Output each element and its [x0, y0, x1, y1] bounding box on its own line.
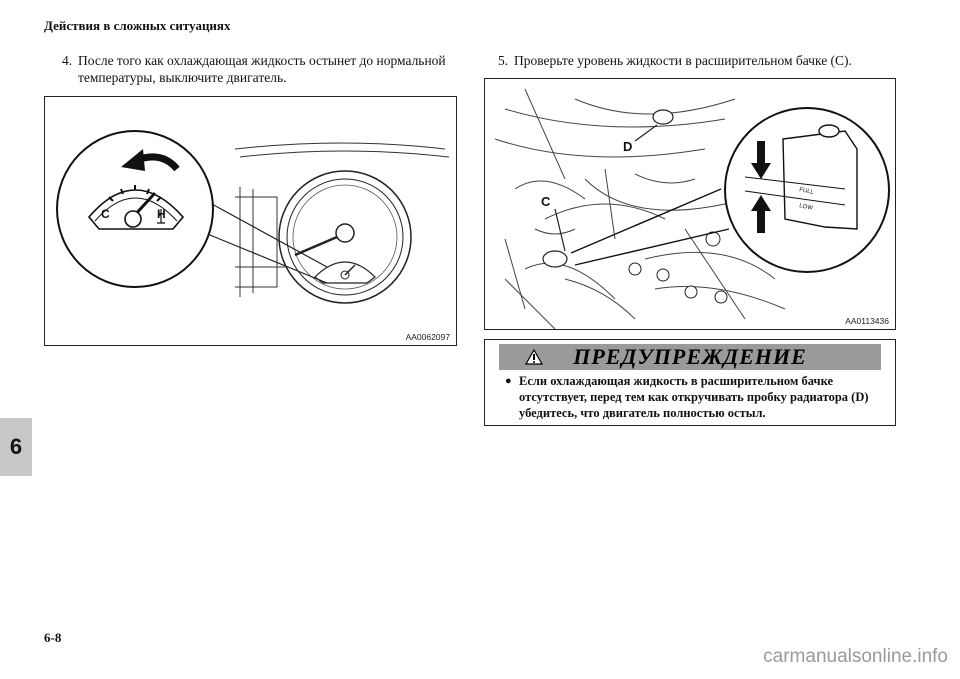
watermark-text: carmanualsonline.info — [763, 646, 948, 667]
warning-title: ПРЕДУПРЕЖДЕНИЕ — [573, 344, 807, 369]
low-mark-label: LOW — [799, 203, 814, 212]
engine-bay-illustration: D C FULL LOW — [494, 88, 890, 330]
warning-triangle-icon — [525, 349, 543, 365]
page-header-title: Действия в сложных ситуациях — [44, 18, 231, 33]
reservoir-label: C — [541, 194, 551, 209]
step-4-line2: температуры, выключите двигатель. — [78, 70, 287, 85]
step-4-line1: После того как охлаждающая жидкость осты… — [78, 53, 446, 68]
warning-banner: ПРЕДУПРЕЖДЕНИЕ — [499, 344, 881, 370]
figure-coolant-reservoir: D C FULL LOW AA0113436 — [484, 78, 896, 330]
full-mark-label: FULL — [799, 187, 815, 196]
step-5-line1: Проверьте уровень жидкости в расширитель… — [514, 53, 852, 68]
step-4-number: 4. — [62, 53, 73, 68]
temperature-gauge-illustration: C H — [56, 130, 450, 304]
step-4: 4. После того как охлаждающая жидкость ос… — [62, 52, 462, 86]
step-5: 5. Проверьте уровень жидкости в расширите… — [498, 52, 898, 69]
gauge-cold-label: C — [101, 207, 110, 221]
figure-right-code: AA0113436 — [845, 316, 889, 326]
warning-box: ПРЕДУПРЕЖДЕНИЕ ● Если охлаждающая жидкос… — [484, 339, 896, 426]
figure-temperature-gauge: C H AA0062097 — [44, 96, 457, 346]
figure-left-code: AA0062097 — [405, 332, 450, 342]
warning-line-3: убедитесь, что двигатель полностью остыл… — [519, 406, 766, 420]
chapter-tab: 6 — [0, 418, 32, 476]
gauge-hot-label: H — [157, 207, 166, 221]
radiator-cap-label: D — [623, 139, 632, 154]
bullet-icon: ● — [505, 375, 512, 387]
page-number: 6-8 — [44, 630, 62, 645]
warning-line-1: Если охлаждающая жидкость в расширительн… — [519, 374, 834, 388]
step-5-number: 5. — [498, 53, 509, 68]
warning-text: ● Если охлаждающая жидкость в расширител… — [505, 373, 869, 421]
warning-line-2: отсутствует, перед тем как откручивать п… — [519, 390, 869, 404]
